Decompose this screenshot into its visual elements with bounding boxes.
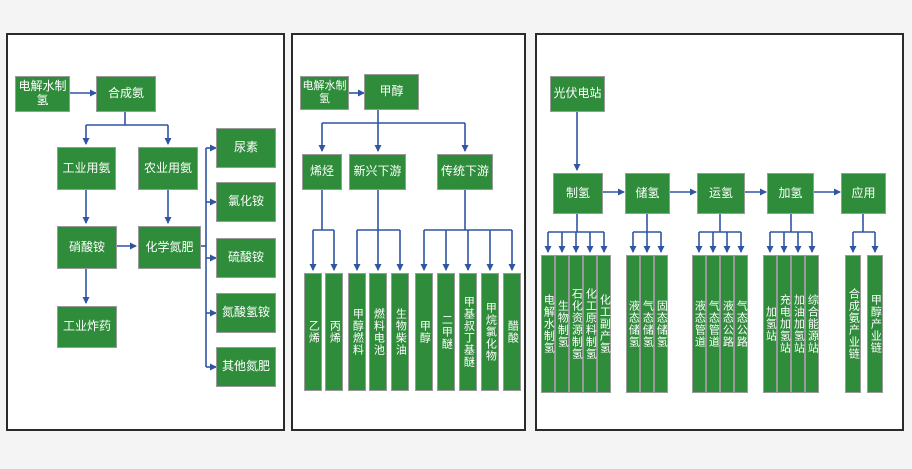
methanol-node: 甲醇 <box>364 74 419 110</box>
refuel-item: 充电加氢站 <box>777 255 791 393</box>
storage-stage: 储氢 <box>625 173 670 214</box>
application-item: 甲醇产业链 <box>867 255 883 393</box>
acetic-acid-node: 醋酸 <box>503 273 521 391</box>
application-item: 合成氨产业链 <box>845 255 861 393</box>
industrial-ammonia-node: 工业用氨 <box>57 147 116 190</box>
refuel-item: 加氢站 <box>763 255 777 393</box>
biodiesel-node: 生物柴油 <box>391 273 409 391</box>
production-item: 石化资源制氢 <box>569 255 583 393</box>
urea-node: 尿素 <box>216 128 276 168</box>
storage-item: 液态储氢 <box>626 255 640 393</box>
refuel-item: 综合能源站 <box>805 255 819 393</box>
ammonium-chloride-node: 氯化铵 <box>216 182 276 222</box>
mtbe-node: 甲基叔丁基醚 <box>459 273 477 391</box>
transport-item: 液态公路 <box>720 255 734 393</box>
production-item: 生物制氢 <box>555 255 569 393</box>
storage-item: 气态储氢 <box>640 255 654 393</box>
transport-item: 液态管道 <box>692 255 706 393</box>
synthetic-ammonia-node: 合成氨 <box>96 76 156 112</box>
refuel-item: 加油加氢站 <box>791 255 805 393</box>
transport-stage: 运氢 <box>697 173 745 214</box>
transport-item: 气态管道 <box>706 255 720 393</box>
ammonium-sulfate-node: 硫酸铵 <box>216 238 276 278</box>
methanol-fuel-node: 甲醇燃料 <box>348 273 366 391</box>
fuel-cell-node: 燃料电池 <box>369 273 387 391</box>
dimethyl-ether-node: 二甲醚 <box>437 273 455 391</box>
production-item: 化工原料制氢 <box>583 255 597 393</box>
ethylene-node: 乙烯 <box>304 273 322 391</box>
propylene-node: 丙烯 <box>325 273 343 391</box>
transport-item: 气态公路 <box>734 255 748 393</box>
emerging-downstream-node: 新兴下游 <box>349 154 406 190</box>
application-stage: 应用 <box>841 173 886 214</box>
traditional-downstream-node: 传统下游 <box>437 154 493 190</box>
ammonium-nitrate-node: 硝酸铵 <box>57 226 117 269</box>
production-item: 化工副产氢 <box>597 255 611 393</box>
electrolysis-node-2: 电解水制氢 <box>300 76 349 110</box>
production-stage: 制氢 <box>553 173 603 214</box>
agricultural-ammonia-node: 农业用氨 <box>138 147 198 190</box>
pv-station-node: 光伏电站 <box>550 76 605 112</box>
formaldehyde-node: 甲醇 <box>415 273 433 391</box>
storage-item: 固态储氢 <box>654 255 668 393</box>
electrolysis-node: 电解水制氢 <box>15 76 70 112</box>
production-item: 电解水制氢 <box>541 255 555 393</box>
ammonium-bicarbonate-node: 氮酸氢铵 <box>216 293 276 333</box>
olefins-node: 烯烃 <box>302 154 342 190</box>
refuel-stage: 加氢 <box>767 173 814 214</box>
other-fertilizer-node: 其他氮肥 <box>216 347 276 387</box>
industrial-explosive-node: 工业炸药 <box>57 306 117 348</box>
chemical-fertilizer-node: 化学氮肥 <box>138 226 201 269</box>
methane-chloride-node: 甲烷氯化物 <box>481 273 499 391</box>
